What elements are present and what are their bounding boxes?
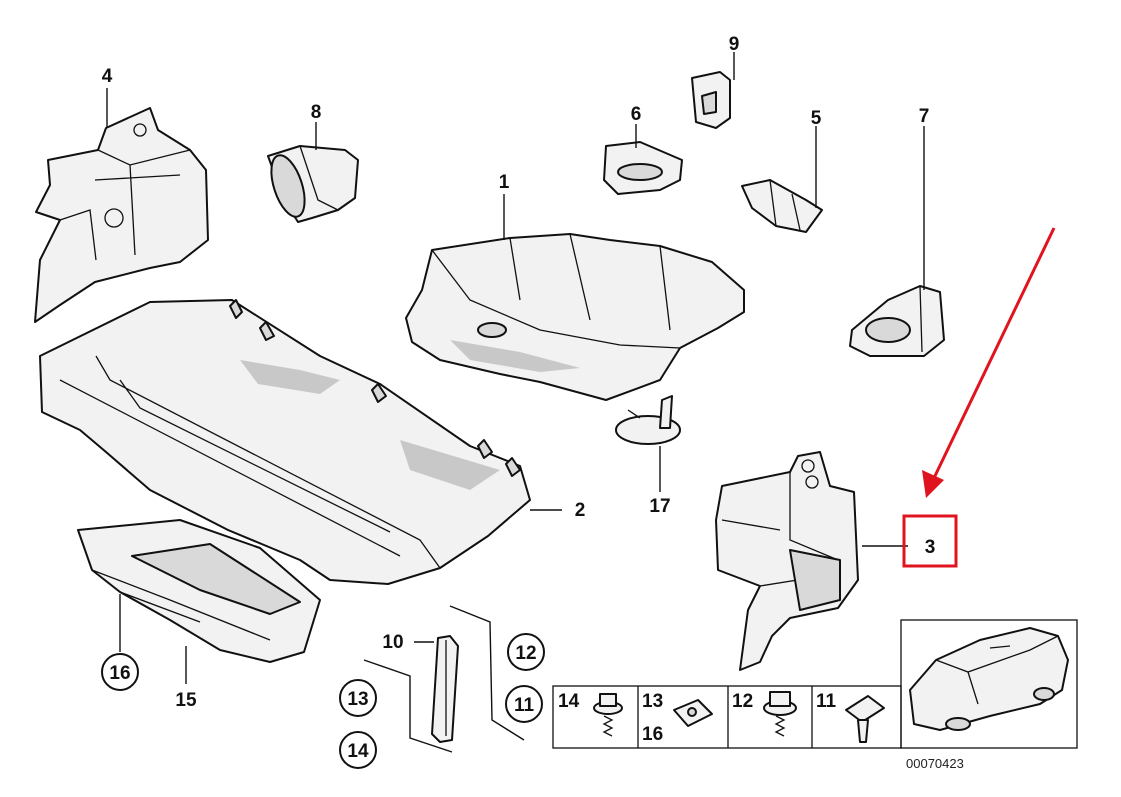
legend-label-16: 16 <box>642 724 663 745</box>
bolt-12-icon <box>763 691 797 737</box>
callout-15: 15 <box>175 690 197 711</box>
callout-11-circled: 11 <box>514 695 535 716</box>
bolt-14-icon <box>593 693 623 737</box>
part-2-underbody-panel <box>39 299 531 585</box>
car-thumbnail <box>900 619 1078 749</box>
callout-13-circled: 13 <box>347 689 368 710</box>
callout-8: 8 <box>311 102 322 123</box>
legend-label-12: 12 <box>732 691 753 712</box>
callout-17: 17 <box>649 496 670 517</box>
callout-7: 7 <box>919 106 930 127</box>
clip-nut-icon <box>673 699 713 727</box>
part-8-air-duct <box>267 145 359 223</box>
callout-6: 6 <box>631 104 642 125</box>
part-6-bracket <box>603 141 683 195</box>
callout-1: 1 <box>499 172 510 193</box>
part-7-duct <box>849 285 945 357</box>
part-10-strut <box>431 635 459 743</box>
part-1-tunnel-shield <box>405 233 745 401</box>
callout-16: 16 <box>109 663 130 684</box>
callout-4: 4 <box>102 66 113 87</box>
callout-2: 2 <box>575 500 586 521</box>
callout-10: 10 <box>382 632 403 653</box>
legend-label-13: 13 <box>642 691 663 712</box>
legend-label-11: 11 <box>816 691 837 712</box>
part-17-plug <box>615 395 681 445</box>
callout-9: 9 <box>729 34 740 55</box>
part-5-duct <box>741 179 823 233</box>
expanding-rivet-icon <box>845 695 885 743</box>
callout-3: 3 <box>925 537 936 558</box>
legend-label-14: 14 <box>558 691 580 712</box>
part-9-clip <box>691 71 731 129</box>
part-4-heat-shield <box>34 107 209 323</box>
part-3-heat-shield <box>715 451 859 671</box>
part-15-lower-shield <box>77 519 321 663</box>
fastener-legend: 14 13 16 12 11 <box>552 685 902 749</box>
highlight-box <box>902 514 958 568</box>
reference-number: 00070423 <box>906 756 964 771</box>
red-arrow-icon <box>922 227 1056 498</box>
callout-5: 5 <box>811 108 822 129</box>
callout-12-circled: 12 <box>515 643 536 664</box>
callout-14-circled: 14 <box>347 741 369 762</box>
